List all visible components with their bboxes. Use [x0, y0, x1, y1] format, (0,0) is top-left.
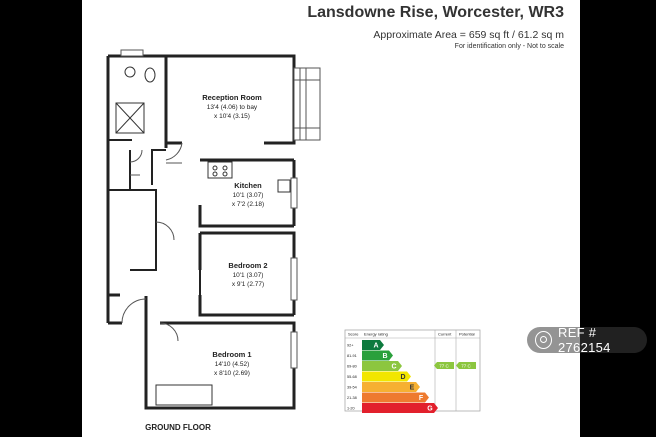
- kitchen-name: Kitchen: [234, 181, 262, 190]
- floorplan-page: Lansdowne Rise, Worcester, WR3 Approxima…: [82, 0, 580, 437]
- rightmove-logo-icon: [535, 331, 552, 349]
- epc-band-bar: [362, 382, 420, 392]
- epc-header-score: Score: [348, 332, 359, 337]
- epc-current-arrow: 77 C: [434, 362, 454, 369]
- epc-band-score: 1-20: [347, 407, 355, 411]
- bedroom2-dim1: 10'1 (3.07): [233, 272, 264, 279]
- internal-walls: [108, 139, 201, 295]
- epc-potential-arrow: 77 C: [456, 362, 476, 369]
- disclaimer-note: For identification only - Not to scale: [454, 43, 564, 50]
- epc-band-letter: E: [410, 385, 415, 392]
- epc-band-score: 81-91: [347, 354, 357, 358]
- epc-band-letter: A: [373, 343, 378, 350]
- watermark-badge: REF # 2762154: [527, 325, 647, 355]
- epc-band-letter: F: [419, 395, 424, 402]
- door-swings: [121, 142, 183, 342]
- bathroom-fixtures: [115, 66, 156, 134]
- bedroom2-dim2: x 9'1 (2.77): [232, 281, 264, 288]
- epc-band-bar: [362, 403, 438, 413]
- epc-chart: Score Energy rating Current Potential 92…: [344, 329, 481, 413]
- epc-band-score: 55-68: [347, 375, 357, 379]
- epc-band-bar: [362, 361, 402, 371]
- kitchen-fixtures: [207, 161, 291, 193]
- epc-header-potential: Potential: [459, 332, 475, 337]
- approximate-area: Approximate Area = 659 sq ft / 61.2 sq m: [373, 29, 564, 41]
- epc-band-letter: B: [382, 353, 387, 360]
- epc-band-score: 21-38: [347, 396, 357, 400]
- reception-room-dim1: 13'4 (4.06) to bay: [207, 104, 258, 111]
- property-title: Lansdowne Rise, Worcester, WR3: [307, 4, 564, 21]
- bedroom1-name: Bedroom 1: [212, 350, 251, 359]
- floor-plan-svg: Reception Room 13'4 (4.06) to bay x 10'4…: [106, 49, 481, 432]
- epc-band-letter: D: [400, 374, 405, 381]
- wardrobe: [155, 384, 213, 406]
- epc-bands: 92+ A 81-91 B 69-80 C 55-68 D 39-54 E 21-38 F 1-20 G: [347, 340, 438, 413]
- reception-room-dim2: x 10'4 (3.15): [214, 113, 250, 120]
- reception-room-name: Reception Room: [202, 93, 262, 102]
- epc-band-bar: [362, 350, 393, 361]
- bay-window: [293, 67, 321, 141]
- epc-band-bar: [362, 392, 429, 403]
- bedroom2-name: Bedroom 2: [228, 261, 267, 270]
- epc-band-bar: [362, 371, 411, 382]
- room-labels: Reception Room 13'4 (4.06) to bay x 10'4…: [202, 93, 267, 377]
- epc-header-rating: Energy rating: [364, 332, 388, 337]
- epc-band-letter: G: [427, 406, 433, 413]
- kitchen-dim1: 10'1 (3.07): [233, 192, 264, 199]
- windows: [120, 49, 298, 369]
- epc-header-current: Current: [438, 332, 452, 337]
- kitchen-dim2: x 7'2 (2.18): [232, 201, 264, 208]
- epc-band-score: 39-54: [347, 386, 357, 390]
- epc-band-letter: C: [391, 364, 396, 371]
- bedroom1-dim1: 14'10 (4.52): [215, 361, 250, 368]
- floor-label: GROUND FLOOR: [145, 423, 211, 432]
- epc-current-value: 77 C: [439, 364, 449, 369]
- epc-band-score: 92+: [347, 344, 354, 348]
- bedroom1-dim2: x 8'10 (2.69): [214, 370, 250, 377]
- epc-band-score: 69-80: [347, 365, 357, 369]
- watermark-ref: REF # 2762154: [558, 325, 611, 355]
- epc-potential-value: 77 C: [461, 364, 471, 369]
- epc-band-bar: [362, 340, 384, 350]
